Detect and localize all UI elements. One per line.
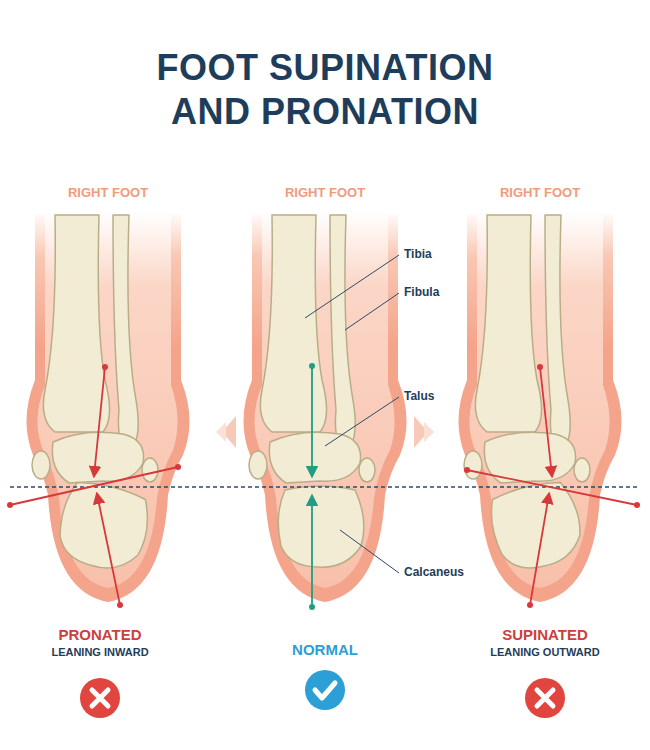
bone-name: Talus (404, 390, 434, 404)
condition-name: PRONATED (58, 626, 141, 643)
condition-name: SUPINATED (502, 626, 588, 643)
correct-icon (305, 670, 345, 710)
panel-heading: RIGHT FOOT (68, 186, 148, 201)
panel-heading: RIGHT FOOT (500, 186, 580, 201)
wrong-icon (525, 678, 565, 718)
title-block: FOOT SUPINATION AND PRONATION (0, 46, 650, 134)
condition-note: LEANING INWARD (51, 646, 148, 659)
bone-name: Fibula (404, 286, 439, 300)
bone-name: Tibia (404, 248, 432, 262)
supinated-axes (464, 364, 640, 608)
bone-name: Calcaneus (404, 566, 464, 580)
leader-lines (305, 255, 399, 573)
title: FOOT SUPINATION AND PRONATION (105, 46, 545, 134)
normal-axes (309, 363, 315, 610)
pronated-axes (7, 364, 181, 608)
condition-name: NORMAL (292, 641, 358, 658)
normal-foot (243, 210, 406, 602)
wrong-icon (80, 678, 120, 718)
panel-heading: RIGHT FOOT (285, 186, 365, 201)
condition-note: LEANING OUTWARD (490, 646, 599, 659)
